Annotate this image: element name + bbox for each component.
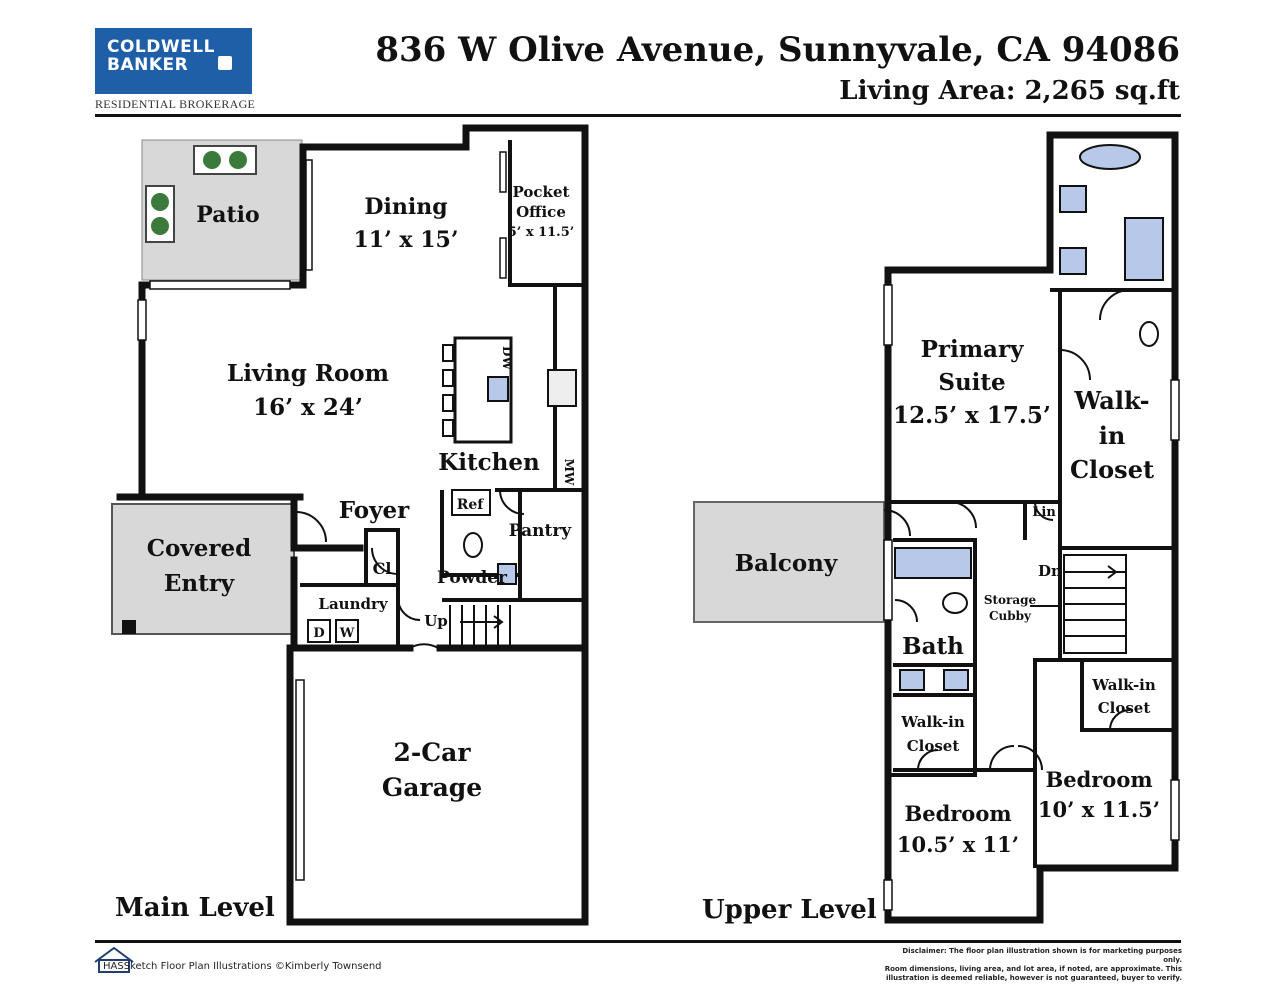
- sink-icon: [487, 376, 509, 402]
- upper-level-plan: [693, 131, 1180, 924]
- label-kitchen: Kitchen: [438, 449, 540, 476]
- label-office-size: 5’ x 11.5’: [508, 225, 575, 240]
- label-suite: Suite: [938, 369, 1005, 396]
- label-washer: W: [339, 626, 355, 641]
- covered-entry-area: [111, 503, 295, 635]
- dryer-icon: [307, 619, 331, 643]
- label-dining-size: 11’ x 15’: [354, 227, 459, 253]
- label-bedroom-1-size: 10.5’ x 11’: [897, 832, 1019, 857]
- toilet-icon: [1139, 321, 1159, 347]
- label-wic-a-2: Closet: [907, 737, 960, 755]
- disclaimer: Disclaimer: The floor plan illustration …: [882, 947, 1182, 983]
- label-storage: Storage: [984, 593, 1037, 607]
- label-powder: Powder: [437, 568, 508, 588]
- main-stairs: [449, 605, 511, 645]
- label-wic-2: in: [1099, 421, 1126, 450]
- label-wic-b-2: Closet: [1098, 699, 1151, 717]
- label-bedroom-2: Bedroom: [1045, 767, 1152, 792]
- footer-divider: [95, 940, 1181, 943]
- footer-credit: HASSketch Floor Plan Illustrations ©Kimb…: [103, 961, 382, 972]
- upper-stairs: [1063, 554, 1127, 654]
- main-level-plan: [111, 124, 589, 926]
- brand-line-2: BANKER: [107, 55, 189, 75]
- label-closet: Cl: [373, 559, 392, 578]
- label-bath: Bath: [902, 633, 964, 660]
- washer-icon: [335, 619, 359, 643]
- label-wic-b-1: Walk-in: [1091, 676, 1156, 694]
- living-area: Living Area: 2,265 sq.ft: [839, 76, 1180, 106]
- disclaimer-line-2: Room dimensions, living area, and lot ar…: [884, 965, 1182, 973]
- label-entry: Entry: [164, 570, 235, 597]
- label-garage-2: Garage: [382, 773, 482, 802]
- plant-icon: [145, 145, 257, 243]
- label-covered: Covered: [147, 535, 251, 562]
- upper-door-swings: [883, 289, 1131, 771]
- label-garage-1: 2-Car: [393, 738, 471, 767]
- brand-subtitle: RESIDENTIAL BROKERAGE: [95, 97, 256, 111]
- property-address: 836 W Olive Avenue, Sunnyvale, CA 94086: [375, 30, 1180, 70]
- brand-text: COLDWELL BANKER: [107, 38, 215, 74]
- label-office: Office: [516, 203, 566, 221]
- coldwell-banker-logo: COLDWELL BANKER: [95, 28, 252, 94]
- hassketch-house-icon: [94, 946, 134, 973]
- cb-seal-icon: [218, 56, 232, 70]
- label-wic-a-1: Walk-in: [900, 713, 965, 731]
- vanity-sink-icon: [1059, 247, 1087, 275]
- label-dishwasher: DW: [500, 346, 514, 370]
- label-up: Up: [424, 612, 448, 630]
- hall-toilet-icon: [942, 592, 968, 614]
- label-dryer: D: [313, 626, 324, 641]
- barstool-icons: [442, 344, 454, 437]
- bathtub-icon: [1079, 144, 1141, 170]
- label-laundry: Laundry: [318, 595, 388, 613]
- label-balcony: Balcony: [735, 550, 838, 577]
- label-living-size: 16’ x 24’: [253, 394, 363, 421]
- stove-icon: [547, 369, 577, 407]
- disclaimer-line-1: Disclaimer: The floor plan illustration …: [902, 947, 1182, 964]
- label-foyer: Foyer: [339, 497, 410, 524]
- hall-tub-icon: [894, 547, 972, 579]
- hall-sink-icon: [943, 669, 969, 691]
- label-ref: Ref: [457, 497, 485, 513]
- label-bedroom-1: Bedroom: [904, 801, 1011, 826]
- label-microwave: MW: [562, 459, 576, 486]
- toilet-icon: [463, 532, 483, 558]
- hall-sink-icon: [899, 669, 925, 691]
- brand-line-1: COLDWELL: [107, 37, 215, 57]
- balcony-area: [693, 501, 885, 623]
- label-wic-1: Walk-: [1073, 386, 1149, 415]
- label-wic-3: Closet: [1070, 455, 1154, 484]
- label-dining: Dining: [364, 194, 447, 220]
- label-down: Dn: [1038, 562, 1062, 580]
- powder-sink-icon: [497, 563, 517, 585]
- label-linen: Lin: [1032, 505, 1056, 520]
- vanity-sink-icon: [1059, 185, 1087, 213]
- label-pantry: Pantry: [509, 521, 573, 541]
- label-primary: Primary: [921, 336, 1025, 363]
- shower-icon: [1124, 217, 1164, 281]
- refrigerator-icon: [451, 489, 491, 516]
- label-pocket: Pocket: [513, 183, 570, 201]
- disclaimer-line-3: illustration is deemed reliable, however…: [885, 974, 1182, 982]
- label-cubby: Cubby: [989, 609, 1032, 623]
- label-primary-size: 12.5’ x 17.5’: [893, 402, 1051, 429]
- label-patio: Patio: [196, 202, 259, 228]
- header-divider: [95, 114, 1181, 117]
- label-bedroom-2-size: 10’ x 11.5’: [1038, 797, 1160, 822]
- door-swings: [295, 489, 525, 649]
- label-living-room: Living Room: [227, 360, 389, 387]
- upper-level-title: Upper Level: [702, 895, 877, 925]
- main-level-title: Main Level: [115, 893, 275, 923]
